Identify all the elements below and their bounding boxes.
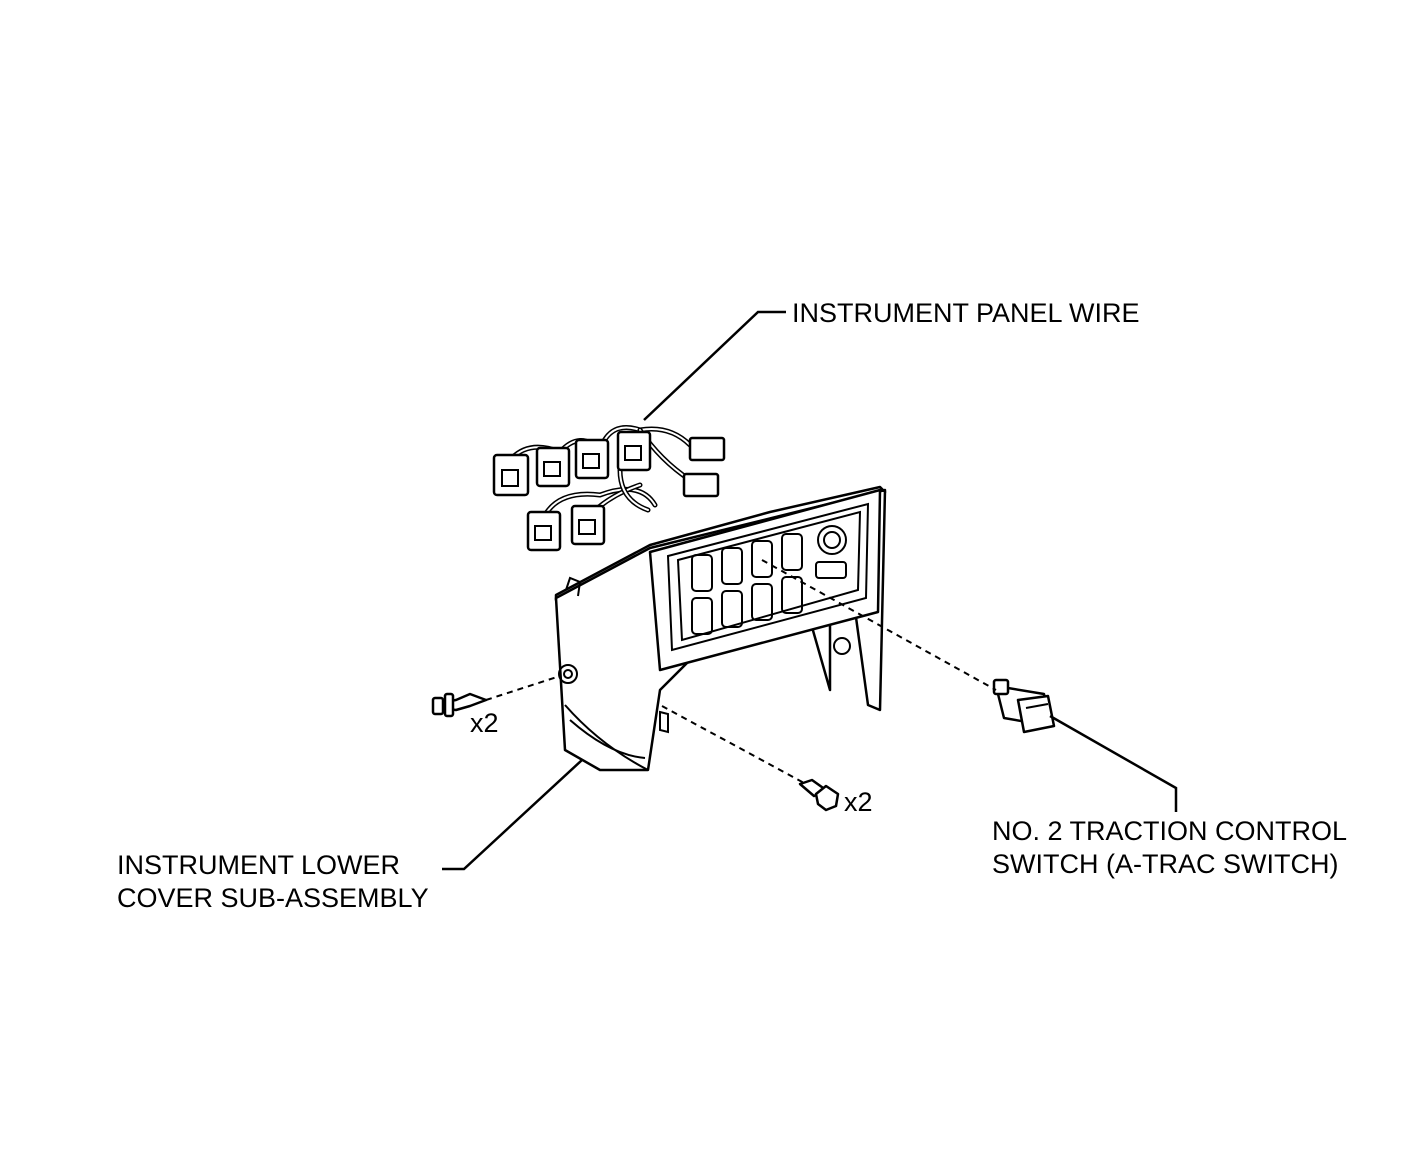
label-clip-quantity: x2: [470, 708, 499, 738]
label-lower-cover-line2: COVER SUB-ASSEMBLY: [117, 883, 429, 913]
switch-leader: [1049, 714, 1178, 812]
label-screw-quantity: x2: [844, 787, 873, 817]
traction-control-switch: [992, 678, 1056, 734]
screw-fastener: [798, 778, 840, 812]
label-lower-cover-line1: INSTRUMENT LOWER: [117, 850, 401, 880]
lower-cover-leader: [442, 759, 583, 871]
label-instrument-panel-wire: INSTRUMENT PANEL WIRE: [792, 298, 1140, 328]
clip-install-line: [485, 675, 561, 701]
panel-wire-leader: [643, 310, 786, 421]
clip-fastener: [431, 692, 488, 718]
label-switch-line1: NO. 2 TRACTION CONTROL: [992, 816, 1348, 846]
instrument-lower-cover: [554, 485, 887, 772]
screw-install-line: [661, 705, 807, 785]
instrument-panel-wire: [492, 425, 726, 552]
label-switch-line2: SWITCH (A-TRAC SWITCH): [992, 849, 1339, 879]
switch-install-line: [761, 559, 997, 691]
